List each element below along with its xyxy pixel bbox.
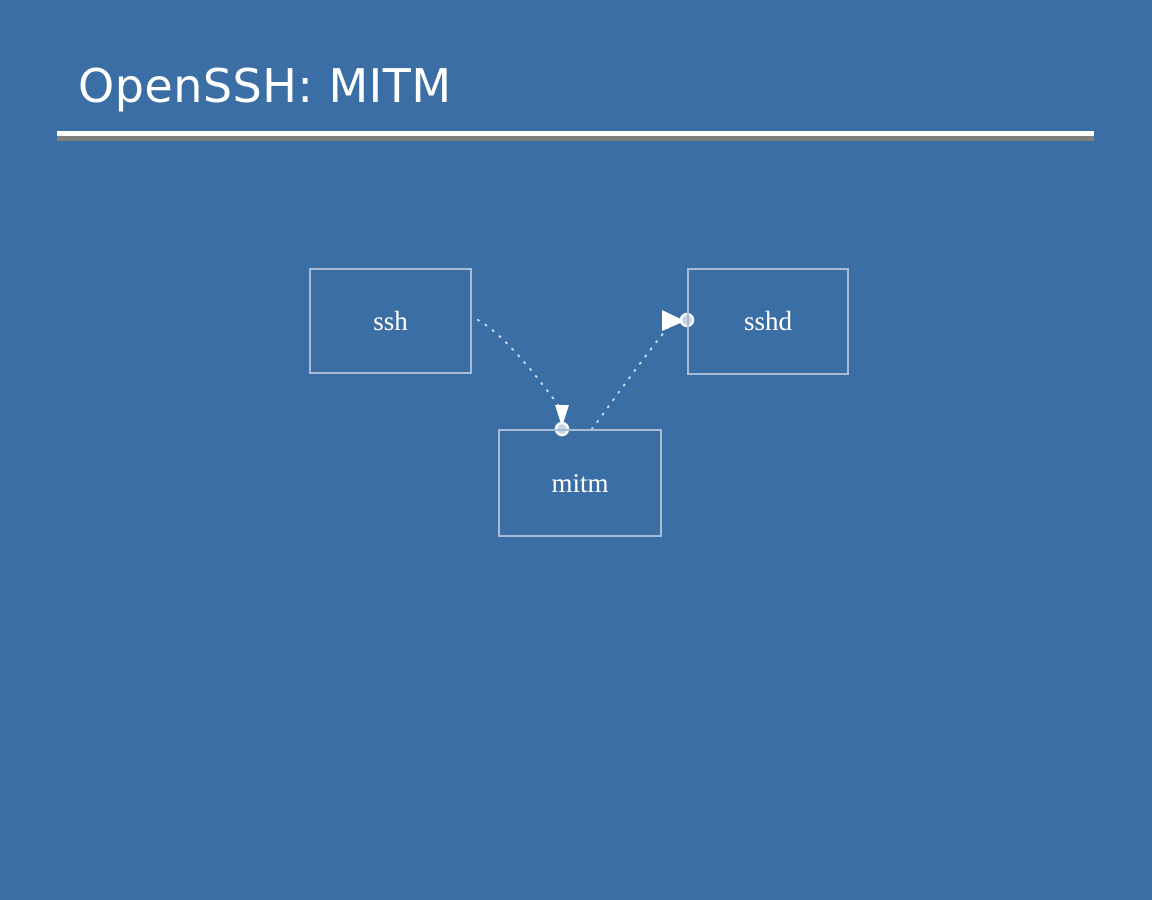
edge-ssh-to-mitm-line [477, 319, 562, 410]
edge-ssh-to-mitm-arrowhead [555, 405, 569, 427]
node-mitm-label: mitm [551, 467, 609, 498]
title-rule-shadow [57, 136, 1094, 141]
node-mitm[interactable]: mitm [498, 429, 662, 537]
page-title: OpenSSH: MITM [78, 59, 452, 113]
title-rule [57, 131, 1094, 136]
node-sshd-label: sshd [743, 306, 792, 336]
edge-mitm-to-sshd-line [591, 324, 671, 430]
edge-mitm-to-sshd-arrowhead [662, 310, 685, 331]
node-ssh[interactable]: ssh [309, 268, 472, 374]
node-ssh-label: ssh [373, 305, 408, 336]
node-sshd[interactable]: sshd [687, 268, 849, 375]
